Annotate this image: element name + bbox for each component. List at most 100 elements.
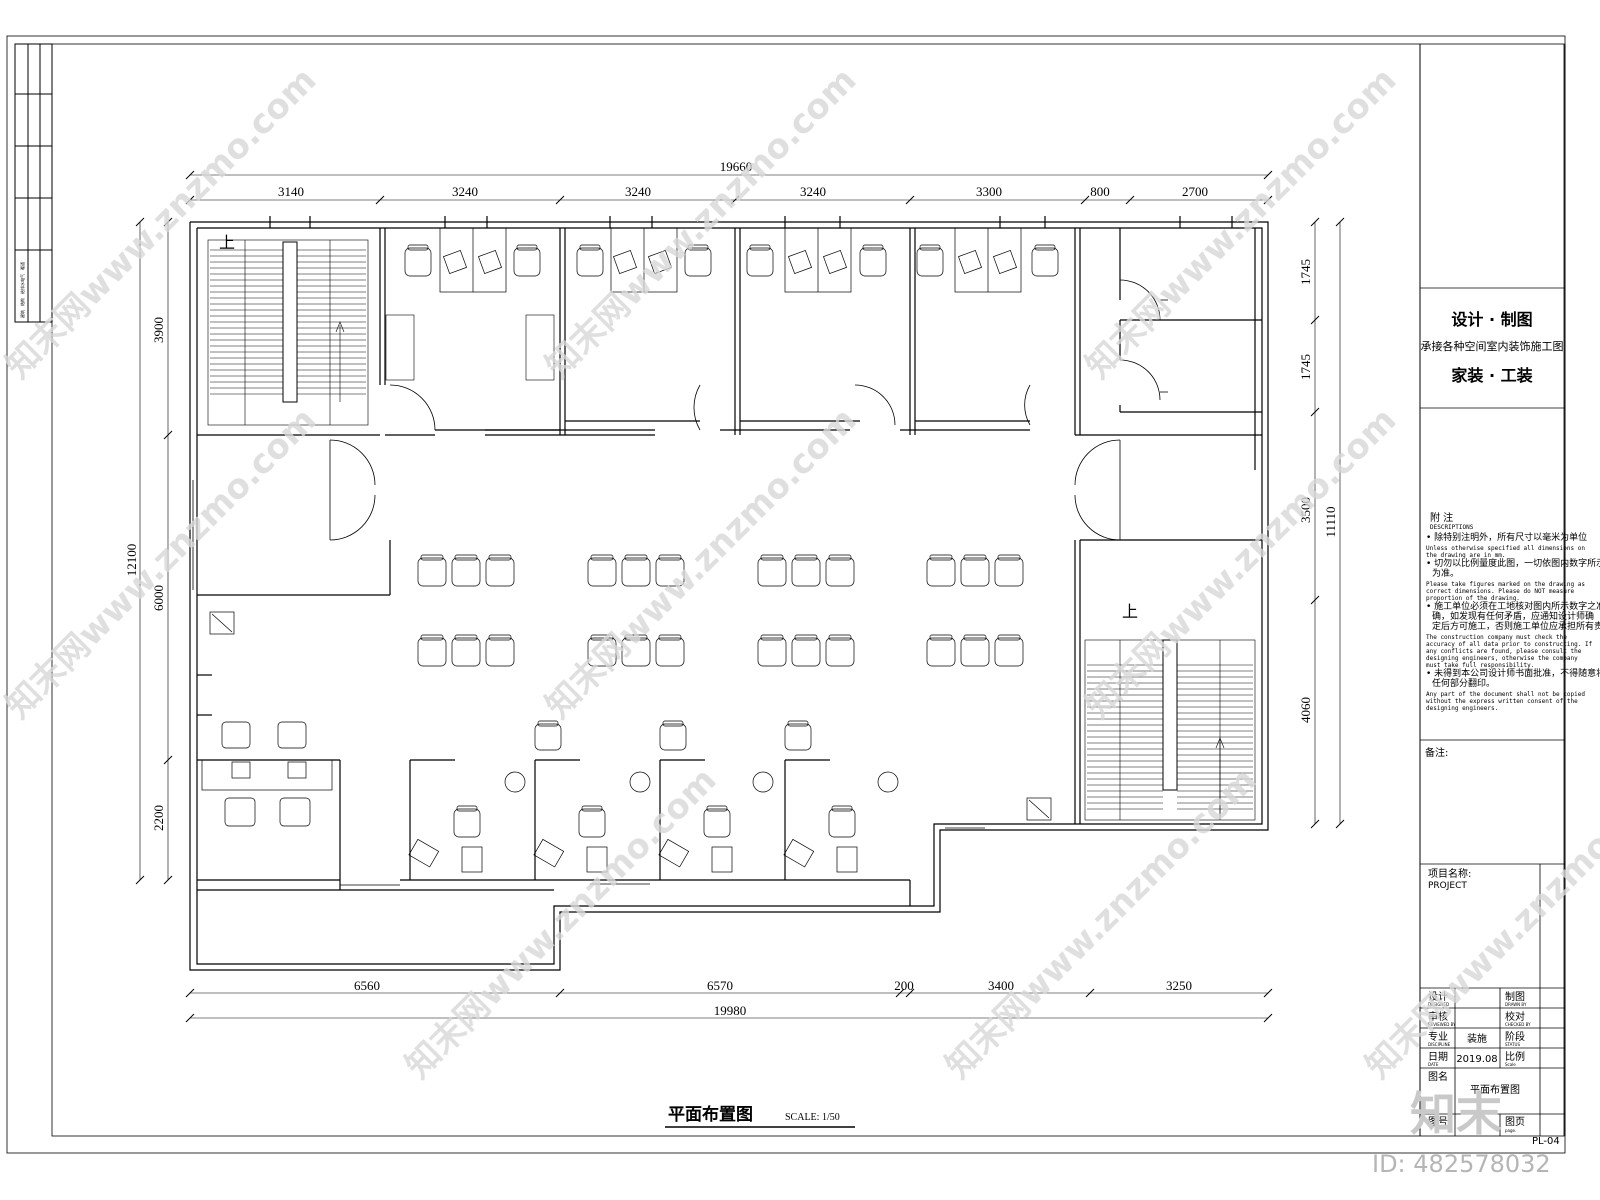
dim-right-seg: 1745	[1298, 354, 1313, 380]
chair	[994, 554, 1024, 587]
row-label-right: 阶段	[1505, 1030, 1525, 1043]
dim-tick	[895, 988, 905, 998]
plan-scale: SCALE: 1/50	[785, 1112, 840, 1123]
dim-right-overall: 11110	[1323, 506, 1338, 537]
dim-left-seg: 2200	[151, 805, 166, 831]
dim-tick	[1335, 217, 1345, 227]
building-walls	[189, 216, 1269, 971]
chair	[404, 244, 432, 277]
dim-tick	[905, 988, 915, 998]
dim-top-seg: 3240	[452, 184, 478, 199]
row-label-left: 专业	[1428, 1030, 1448, 1043]
dim-tick	[1085, 988, 1095, 998]
dim-tick	[185, 170, 195, 180]
row-label-right-en: Scale	[1505, 1062, 1516, 1067]
dim-top-seg: 3240	[625, 184, 651, 199]
dim-tick	[185, 1013, 195, 1023]
chair	[757, 634, 787, 667]
row-value-left: 装施	[1467, 1032, 1487, 1045]
svg-text:电气: 电气	[19, 274, 25, 282]
company-line1: 设计 · 制图	[1451, 310, 1532, 329]
chair	[784, 720, 812, 751]
dim-bottom-seg: 6570	[707, 978, 733, 993]
dim-bottom-seg: 3400	[988, 978, 1014, 993]
chair	[926, 634, 956, 667]
dim-bottom-seg: 3250	[1166, 978, 1192, 993]
dim-tick	[1310, 407, 1320, 417]
svg-text:给排水: 给排水	[19, 282, 25, 294]
dim-tick	[1310, 819, 1320, 829]
row-label-left: 设计	[1428, 990, 1448, 1003]
dim-right-seg: 1745	[1298, 259, 1313, 285]
dim-right-seg: 3500	[1298, 497, 1313, 523]
chair	[451, 634, 481, 667]
drawing-name-label: 图名	[1428, 1070, 1448, 1083]
note-zh: • 未得到本公司设计师书面批准，不得随意将	[1426, 667, 1600, 679]
chair	[513, 244, 541, 277]
dim-tick	[730, 195, 740, 205]
task-chair	[993, 250, 1017, 274]
svg-text:建筑: 建筑	[19, 310, 25, 318]
row-value-left: 2019.08	[1456, 1054, 1497, 1065]
chair	[655, 634, 685, 667]
note-en: accuracy of all data prior to constructi…	[1426, 641, 1593, 648]
chair	[746, 244, 774, 277]
chair	[534, 720, 562, 751]
dim-tick	[1080, 195, 1090, 205]
row-label-right: 校对	[1505, 1010, 1525, 1023]
dimension-ticks	[135, 170, 1345, 1023]
note-en: correct dimensions. Please do NOT measur…	[1426, 588, 1574, 595]
task-chair	[478, 250, 502, 274]
stair-up-label-right: 上	[1122, 602, 1138, 621]
left-approval-strip	[14, 43, 53, 323]
chair	[684, 244, 712, 277]
note-en: the drawing are in mm.	[1426, 552, 1505, 559]
dim-left-overall: 12100	[124, 544, 139, 577]
chair	[960, 634, 990, 667]
svg-text:知末网www.znzmo.com: 知末网www.znzmo.com	[1078, 400, 1404, 726]
drawing-no-label: 图号	[1428, 1116, 1448, 1128]
chair	[485, 634, 515, 667]
dim-tick	[185, 195, 195, 205]
project-label: 项目名称:	[1428, 867, 1471, 880]
chair	[417, 634, 447, 667]
chair	[960, 554, 990, 587]
chair	[916, 244, 944, 277]
task-chair	[823, 250, 847, 274]
svg-text:知末网www.znzmo.com: 知末网www.znzmo.com	[538, 60, 864, 386]
dim-tick	[1263, 1013, 1273, 1023]
note-zh-cont: 定后方可施工，否则施工单位应承担所有责任。	[1432, 620, 1600, 632]
chair	[825, 634, 855, 667]
dim-tick	[1310, 315, 1320, 325]
svg-text:知末网www.znzmo.com: 知末网www.znzmo.com	[1078, 60, 1404, 386]
chair	[655, 554, 685, 587]
dim-tick	[1263, 170, 1273, 180]
dim-tick	[163, 217, 173, 227]
note-zh: • 切勿以比例量度此图，一切依图内数字所示	[1426, 557, 1600, 569]
round-tables	[504, 771, 899, 793]
dim-left-seg: 3900	[151, 317, 166, 343]
note-en: designing engineers, otherwise the compa…	[1426, 655, 1578, 662]
dim-tick	[375, 195, 385, 205]
left-strip-labels: 建筑 结构 给排水 电气 暖通	[19, 262, 25, 318]
dim-right-seg: 4060	[1298, 697, 1313, 723]
dimension-texts: 19660 3140 3240 3240 3240 3300 800 2700 …	[124, 159, 1338, 1018]
dim-left-seg: 6000	[151, 585, 166, 611]
task-chair	[788, 250, 812, 274]
row-label-left: 日期	[1428, 1051, 1448, 1063]
page-label-en: page.	[1505, 1128, 1516, 1133]
dim-tick	[1335, 819, 1345, 829]
svg-text:知末网www.znzmo.com: 知末网www.znzmo.com	[398, 760, 724, 1086]
office-desks	[439, 227, 1022, 293]
note-en: Any part of the document shall not be co…	[1426, 691, 1585, 698]
dim-top-seg: 2700	[1182, 184, 1208, 199]
notes-title-en: DESCRIPTIONS	[1430, 524, 1474, 531]
dim-tick	[185, 988, 195, 998]
dim-tick	[163, 755, 173, 765]
drawing-name: 平面布置图	[1470, 1084, 1520, 1096]
row-label-right-en: DRAWN BY	[1505, 1002, 1527, 1007]
row-label-right-en: STATUS	[1505, 1042, 1520, 1047]
note-en: The construction company must check the	[1426, 634, 1567, 641]
